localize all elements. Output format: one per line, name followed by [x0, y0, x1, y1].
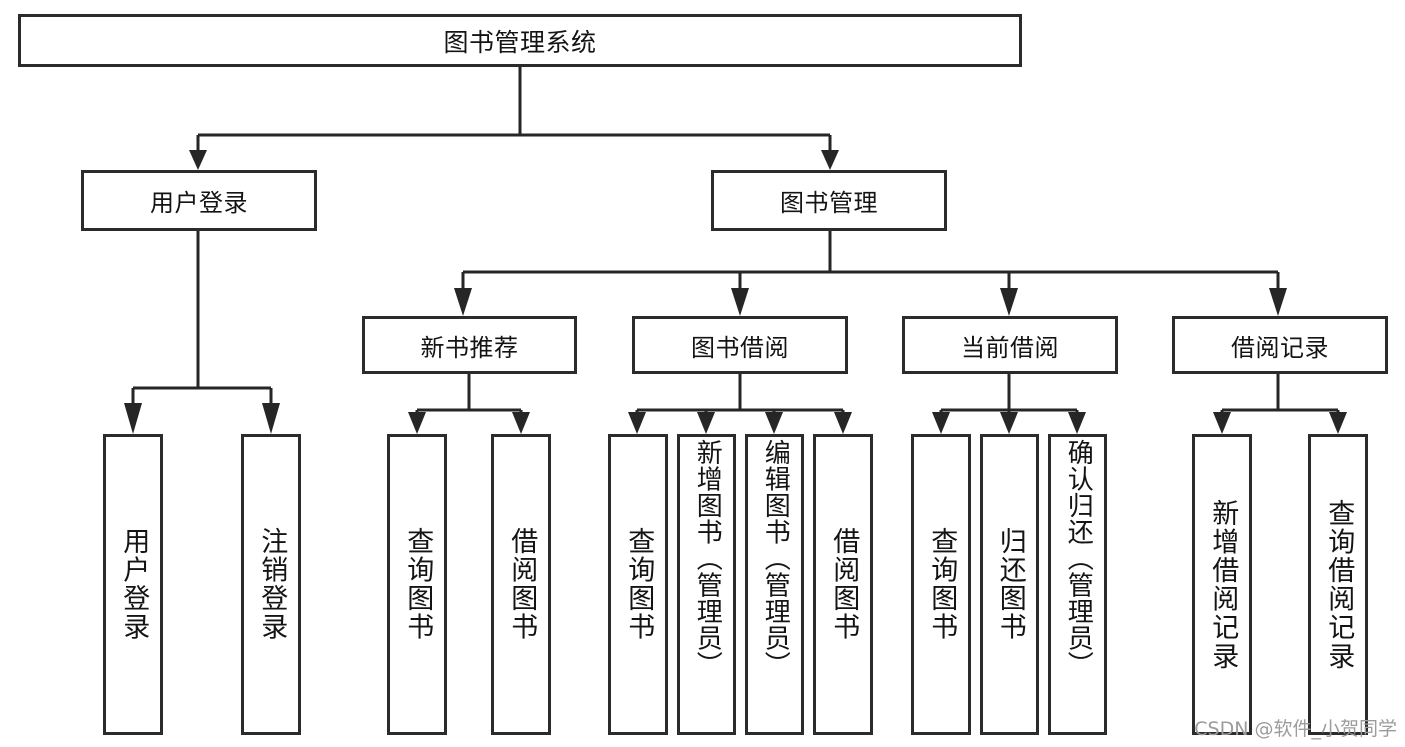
- leaf-query-book-3[interactable]: 查询图书: [911, 434, 971, 735]
- leaf-query-book-1[interactable]: 查询图书: [387, 434, 447, 735]
- arrow-leaf-query-record: [1329, 412, 1347, 434]
- node-book-borrow[interactable]: 图书借阅: [632, 316, 848, 374]
- leaf-add-record-label: 新增借阅记录: [1207, 498, 1239, 671]
- leaf-return-book[interactable]: 归还图书: [980, 434, 1039, 735]
- node-current-borrow[interactable]: 当前借阅: [902, 316, 1118, 374]
- node-root-label: 图书管理系统: [443, 27, 597, 57]
- arrow-leaf-add-record: [1213, 412, 1231, 434]
- node-root[interactable]: 图书管理系统: [18, 14, 1022, 67]
- leaf-query-book-2-label: 查询图书: [623, 527, 655, 642]
- leaf-confirm-return[interactable]: 确认归还（管理员）: [1048, 434, 1107, 735]
- node-current-borrow-label: 当前借阅: [961, 333, 1059, 362]
- arrow-book-borrow: [731, 288, 749, 316]
- leaf-borrow-book-2[interactable]: 借阅图书: [813, 434, 873, 735]
- arrow-leaf-user-login: [124, 403, 142, 434]
- arrow-leaf-query-book-1: [408, 412, 426, 434]
- leaf-borrow-book-1-label: 借阅图书: [506, 527, 538, 642]
- watermark-text: CSDN @软件_小贺同学: [1194, 718, 1397, 740]
- node-user-login-label: 用户登录: [150, 189, 248, 217]
- arrow-new-book-recommend: [454, 288, 472, 316]
- leaf-user-login-label: 用户登录: [118, 527, 150, 642]
- leaf-query-book-1-label: 查询图书: [402, 527, 434, 642]
- leaf-add-book-label: 新增图书（管理员）: [692, 439, 723, 678]
- arrow-leaf-logout: [262, 403, 280, 434]
- leaf-edit-book-label: 编辑图书（管理员）: [760, 439, 791, 678]
- node-book-management-label: 图书管理: [780, 189, 878, 217]
- leaf-query-record-label: 查询借阅记录: [1323, 498, 1355, 671]
- node-book-borrow-label: 图书借阅: [691, 333, 789, 362]
- leaf-edit-book[interactable]: 编辑图书（管理员）: [745, 434, 804, 735]
- leaf-query-record[interactable]: 查询借阅记录: [1308, 434, 1368, 735]
- arrow-leaf-borrow-book-2: [834, 412, 852, 434]
- leaf-query-book-3-label: 查询图书: [926, 527, 958, 642]
- leaf-user-login[interactable]: 用户登录: [103, 434, 163, 735]
- leaf-confirm-return-label: 确认归还（管理员）: [1063, 439, 1094, 678]
- node-borrow-record[interactable]: 借阅记录: [1172, 316, 1388, 374]
- node-borrow-record-label: 借阅记录: [1231, 333, 1329, 362]
- leaf-add-book[interactable]: 新增图书（管理员）: [677, 434, 736, 735]
- leaf-borrow-book-2-label: 借阅图书: [828, 527, 860, 642]
- leaf-logout[interactable]: 注销登录: [241, 434, 301, 735]
- arrow-current-borrow: [1000, 288, 1018, 316]
- arrow-user-login: [189, 150, 207, 170]
- arrow-leaf-borrow-book-1: [512, 412, 530, 434]
- node-book-management[interactable]: 图书管理: [711, 170, 947, 231]
- arrow-leaf-edit-book: [765, 412, 783, 434]
- leaf-logout-label: 注销登录: [256, 527, 288, 642]
- leaf-return-book-label: 归还图书: [994, 527, 1026, 642]
- arrow-book-management: [821, 150, 839, 170]
- node-new-book-recommend[interactable]: 新书推荐: [362, 316, 577, 374]
- leaf-borrow-book-1[interactable]: 借阅图书: [491, 434, 551, 735]
- node-new-book-recommend-label: 新书推荐: [420, 333, 519, 362]
- arrow-borrow-record: [1269, 288, 1287, 316]
- arrow-leaf-query-book-3: [932, 412, 950, 434]
- arrow-leaf-query-book-2: [628, 412, 646, 434]
- leaf-query-book-2[interactable]: 查询图书: [608, 434, 668, 735]
- arrow-leaf-add-book: [697, 412, 715, 434]
- leaf-add-record[interactable]: 新增借阅记录: [1192, 434, 1252, 735]
- arrow-leaf-return-book: [1000, 412, 1018, 434]
- arrow-leaf-confirm-return: [1068, 412, 1086, 434]
- node-user-login[interactable]: 用户登录: [81, 170, 317, 231]
